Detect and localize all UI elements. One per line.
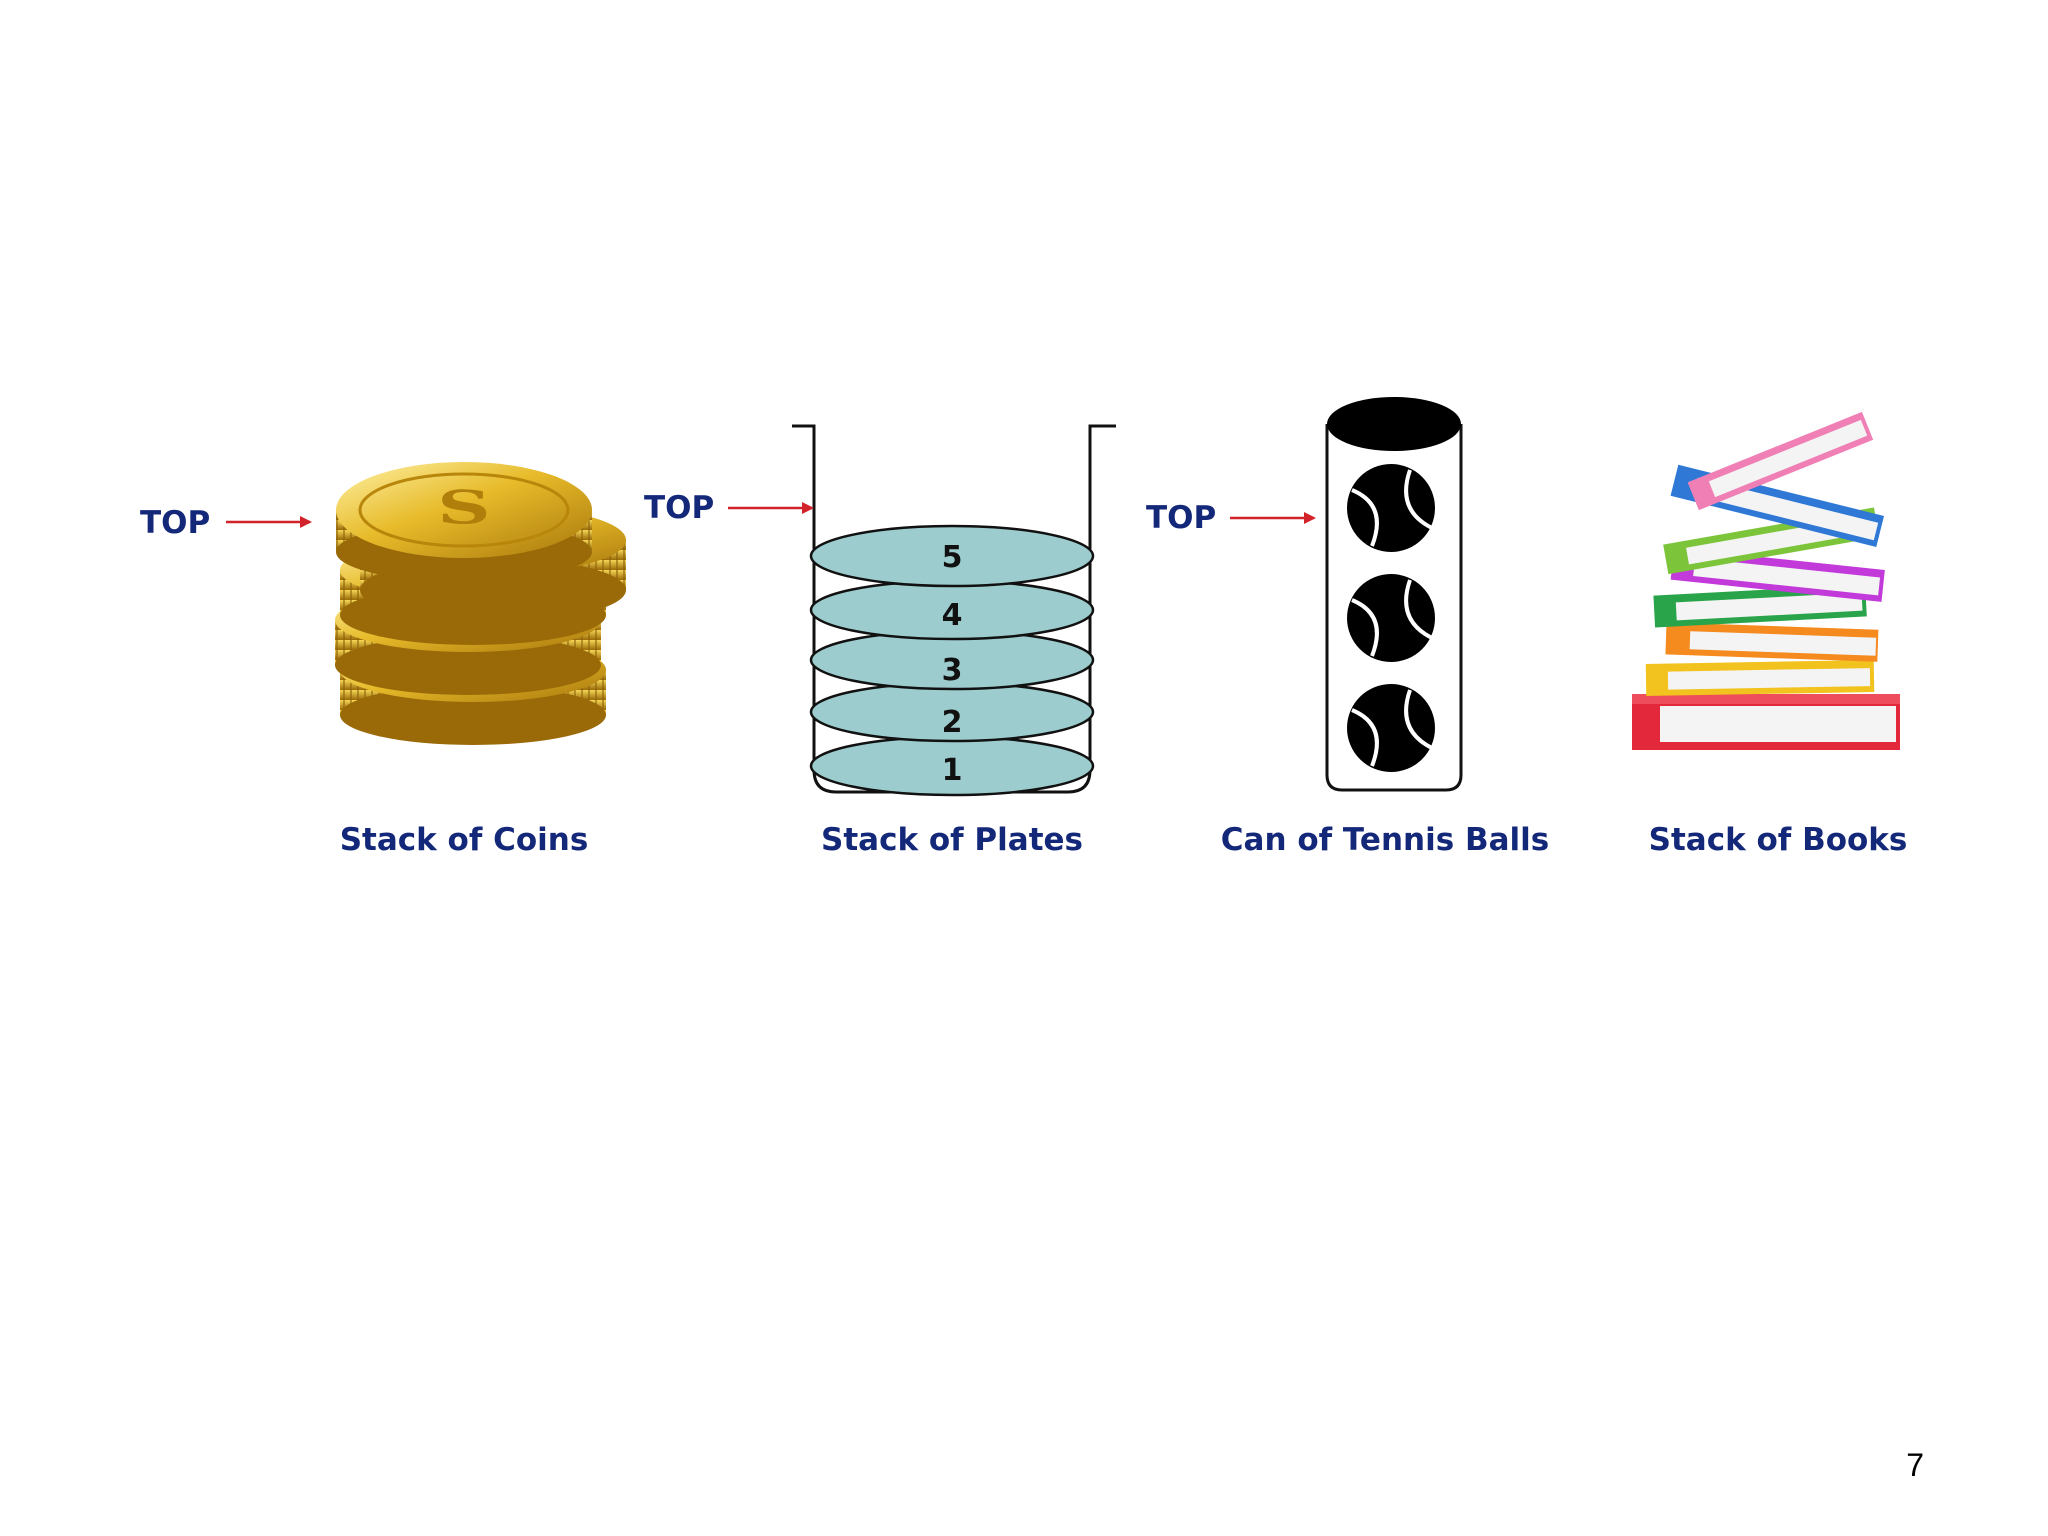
svg-text:S: S [437,480,490,534]
tennis-can-illustration [1325,397,1463,792]
book-1 [1632,694,1900,750]
tennis-can-lid [1327,397,1461,451]
top-label-tennis: TOP [1146,500,1216,536]
plate-number-3: 3 [942,653,963,688]
caption-books: Stack of Books [1649,822,1908,858]
tennis-ball-1 [1347,464,1435,552]
coin-1-top: S [336,462,592,582]
page-number: 7 [1906,1447,1924,1483]
tennis-ball-2 [1347,574,1435,662]
plate-number-1: 1 [942,753,963,788]
book-8 [1687,411,1874,511]
plate-5-top: 5 [809,524,1095,588]
tennis-ball-3 [1347,684,1435,772]
plate-3: 3 [809,629,1095,691]
plate-4: 4 [809,579,1095,641]
plate-number-5: 5 [942,540,963,575]
book-stack-illustration [1632,411,1900,750]
book-2 [1645,660,1875,696]
coin-stack-illustration: S [335,462,626,745]
plate-number-4: 4 [942,598,963,633]
caption-plates: Stack of Plates [821,822,1083,858]
top-label-coins: TOP [140,505,210,541]
caption-tennis: Can of Tennis Balls [1221,822,1549,858]
caption-coins: Stack of Coins [340,822,589,858]
plate-1: 1 [809,735,1095,797]
plate-number-2: 2 [942,705,963,740]
plate-2: 2 [809,681,1095,743]
plate-stack-illustration: 1 2 3 4 5 [792,424,1116,797]
top-label-plates: TOP [644,490,714,526]
book-3 [1665,622,1879,662]
book-4 [1653,584,1867,628]
